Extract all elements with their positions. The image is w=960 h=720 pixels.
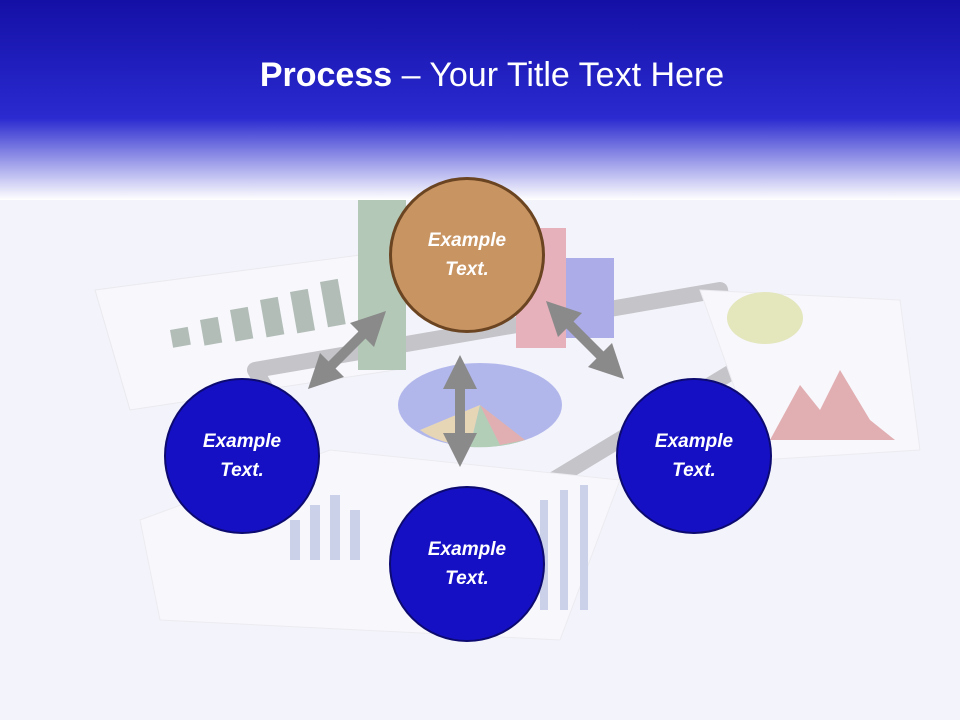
node-label: Example Text. [427,539,507,589]
arrow-top-right [545,300,625,380]
node-label: Example Text. [202,431,282,481]
process-node-bottom: Example Text. [389,486,545,642]
process-node-left: Example Text. [164,378,320,534]
title-rest-part: – Your Title Text Here [392,56,725,94]
slide-title: Process – Your Title Text Here [0,52,960,98]
node-label: Example Text. [427,230,507,280]
node-label: Example Text. [654,431,734,481]
title-bold-part: Process [259,56,393,94]
header-band [0,0,960,200]
arrow-top-left [307,310,387,390]
process-node-right: Example Text. [616,378,772,534]
process-node-top: Example Text. [389,177,545,333]
